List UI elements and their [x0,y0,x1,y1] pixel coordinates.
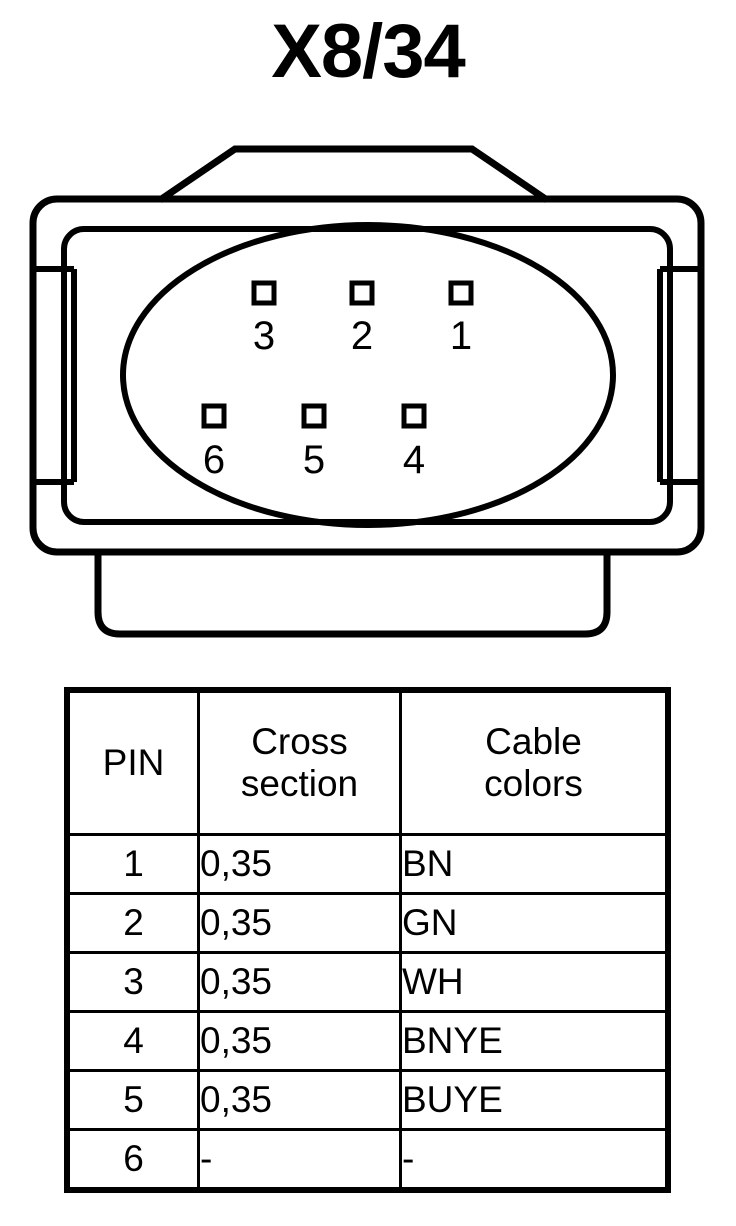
page-title: X8/34 [271,9,466,94]
cell-cross-section: 0,35 [197,1069,402,1131]
column-header-cable-colors: Cable colors [399,690,668,836]
cell-pin: 3 [67,951,200,1013]
table-row: 3 0,35 WH [67,951,668,1013]
cell-cable-color: - [399,1128,668,1190]
cell-cross-section: 0,35 [197,1010,402,1072]
cell-cross-section: 0,35 [197,892,402,954]
connector-diagram: 3 2 1 6 5 4 [0,130,736,650]
table-body: 1 0,35 BN 2 0,35 GN 3 0,35 WH 4 0,35 BNY… [67,833,668,1190]
table-row: 2 0,35 GN [67,892,668,954]
cell-cable-color: WH [399,951,668,1013]
connector-svg: 3 2 1 6 5 4 [29,145,705,638]
cell-pin: 5 [67,1069,200,1131]
table-row: 1 0,35 BN [67,833,668,895]
pin-number-4: 4 [403,438,425,482]
column-header-cross-section-line2: section [240,763,359,804]
table-row: 4 0,35 BNYE [67,1010,668,1072]
pin-square-5 [301,403,327,429]
pin-square-6 [201,403,227,429]
cell-pin: 4 [67,1010,200,1072]
connector-pin-cavity-oval [120,222,616,528]
table-header: PIN Cross section Cable colors [67,690,668,836]
column-header-cable-colors-line1: Cable [485,721,582,762]
cell-pin: 1 [67,833,200,895]
column-header-cross-section: Cross section [197,690,402,836]
cell-cable-color: BUYE [399,1069,668,1131]
pin-square-3 [251,280,277,306]
pin-number-2: 2 [351,314,373,358]
pin-number-6: 6 [203,438,225,482]
table-row: 5 0,35 BUYE [67,1069,668,1131]
pin-number-5: 5 [303,438,325,482]
cell-cable-color: BN [399,833,668,895]
table-row: 6 - - [67,1128,668,1190]
connector-outer-housing [29,195,705,556]
pin-assignment-table-wrapper: PIN Cross section Cable colors 1 0,35 BN… [64,687,671,1193]
column-header-cross-section-line1: Cross [251,721,348,762]
connector-inner-housing [61,226,673,525]
cell-pin: 2 [67,892,200,954]
connector-latch-tab [158,145,549,203]
cell-cable-color: GN [399,892,668,954]
connector-bottom-foot [94,552,611,638]
cell-cross-section: 0,35 [197,951,402,1013]
pin-assignment-table: PIN Cross section Cable colors 1 0,35 BN… [64,687,671,1193]
pin-number-3: 3 [253,314,275,358]
cell-cable-color: BNYE [399,1010,668,1072]
column-header-pin-label: PIN [102,742,165,783]
column-header-pin: PIN [67,690,200,836]
cell-cross-section: - [197,1128,402,1190]
pin-square-2 [349,280,375,306]
table-header-row: PIN Cross section Cable colors [67,690,668,836]
cell-pin: 6 [67,1128,200,1190]
pin-square-4 [401,403,427,429]
column-header-cable-colors-line2: colors [484,763,583,804]
cell-cross-section: 0,35 [197,833,402,895]
pin-square-1 [448,280,474,306]
pin-number-1: 1 [450,314,472,358]
